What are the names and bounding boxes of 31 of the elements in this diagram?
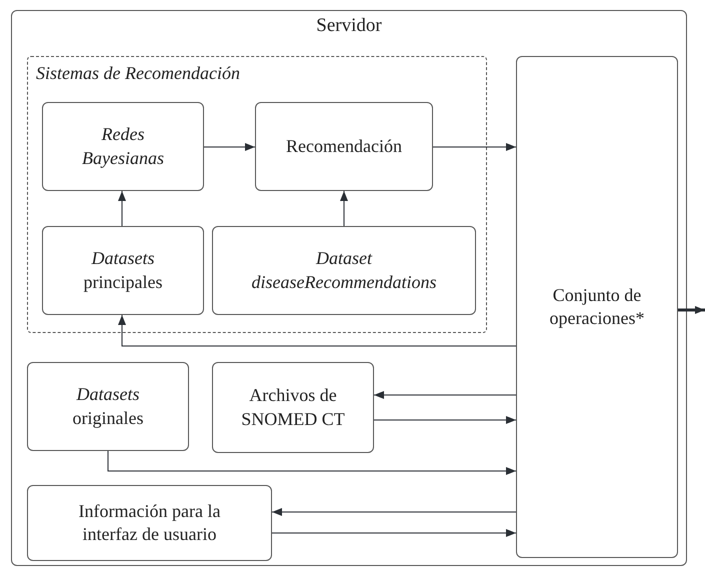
box-label: Redes Bayesianas (81, 123, 165, 170)
arrow (374, 391, 516, 399)
process-box (212, 362, 374, 453)
arrow (432, 143, 516, 151)
box-label: Datasets originales (72, 383, 144, 430)
box-label: Conjunto de operaciones* (548, 284, 646, 330)
arrow (272, 529, 516, 537)
arrow (272, 508, 516, 516)
arrow (678, 306, 705, 314)
arrow (340, 190, 348, 226)
process-box (516, 56, 678, 558)
box-label: Dataset diseaseRecommendations (250, 247, 438, 294)
arrow (118, 314, 516, 346)
arrow (204, 143, 256, 151)
group-title: Sistemas de Recomendación (36, 63, 240, 84)
frame-title: Servidor (316, 15, 382, 37)
process-box (42, 226, 204, 315)
box-label: Datasets principales (82, 247, 164, 294)
arrow (108, 450, 516, 475)
process-box (42, 102, 204, 191)
box-label: Información para la interfaz de usuario (78, 500, 222, 546)
arrow (374, 416, 516, 424)
arrow (118, 190, 126, 226)
dashed-group (27, 56, 487, 333)
process-box (27, 485, 272, 561)
process-box (27, 362, 189, 451)
process-box (212, 226, 476, 315)
box-label: Archivos de SNOMED CT (240, 384, 346, 430)
server-frame (11, 10, 687, 566)
box-label: Recomendación (286, 134, 402, 158)
process-box (255, 102, 433, 191)
